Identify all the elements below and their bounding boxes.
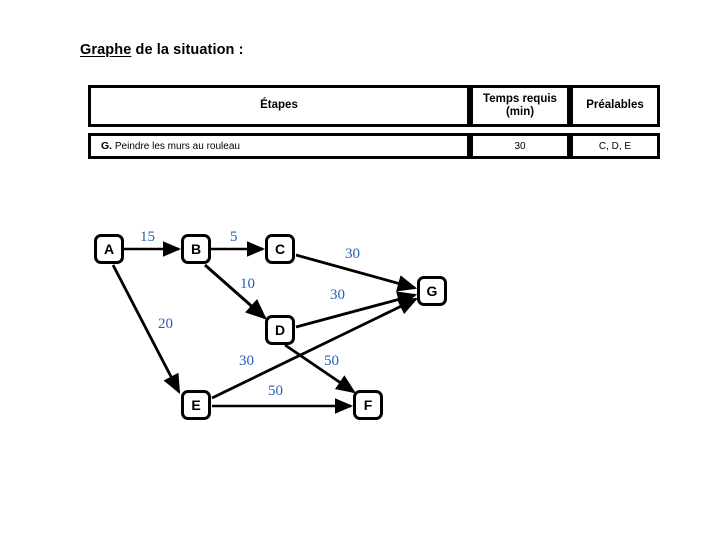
edge-label-e-f: 50	[268, 383, 283, 399]
cell-step: G. Peindre les murs au rouleau	[88, 133, 470, 159]
graph-node-e[interactable]: E	[181, 390, 211, 420]
header-temps-requis: Temps requis (min)	[470, 85, 570, 127]
edge-a-e	[111, 264, 181, 394]
graph-node-b[interactable]: B	[181, 234, 211, 264]
step-letter: G.	[101, 140, 113, 152]
header-temps-line2: (min)	[505, 106, 535, 118]
edge-label-a-e: 20	[158, 316, 173, 332]
graph-node-d[interactable]: D	[265, 315, 295, 345]
header-temps-line1: Temps requis	[483, 92, 557, 105]
graph-node-f[interactable]: F	[353, 390, 383, 420]
edge-b-d	[204, 263, 267, 320]
edge-c-g	[295, 253, 418, 292]
edge-label-c-g: 30	[345, 246, 360, 262]
edge-label-b-d: 10	[240, 276, 255, 292]
table-gap	[88, 127, 660, 133]
table-row: G. Peindre les murs au rouleau 30 C, D, …	[88, 133, 660, 159]
edge-d-f	[284, 343, 356, 394]
page-title-underlined: Graphe	[80, 42, 132, 58]
graph-node-g[interactable]: G	[417, 276, 447, 306]
header-etapes: Étapes	[88, 85, 470, 127]
page-title: Graphe de la situation :	[80, 42, 244, 58]
edge-label-b-c: 5	[230, 229, 238, 245]
steps-table: Étapes Temps requis (min) Préalables G. …	[88, 85, 660, 159]
edge-label-a-b: 15	[140, 229, 155, 245]
page-title-rest: de la situation :	[131, 42, 244, 58]
edge-label-d-g: 30	[330, 287, 345, 303]
graph-node-a[interactable]: A	[94, 234, 124, 264]
step-description: Peindre les murs au rouleau	[114, 141, 240, 152]
cell-temps: 30	[470, 133, 570, 159]
edge-label-e-g: 30	[239, 353, 254, 369]
cell-prealables: C, D, E	[570, 133, 660, 159]
graph-node-c[interactable]: C	[265, 234, 295, 264]
edge-e-g	[211, 297, 419, 400]
edge-d-g	[295, 291, 418, 329]
header-prealables: Préalables	[570, 85, 660, 127]
edge-label-d-f: 50	[324, 353, 339, 369]
table-header-row: Étapes Temps requis (min) Préalables	[88, 85, 660, 127]
